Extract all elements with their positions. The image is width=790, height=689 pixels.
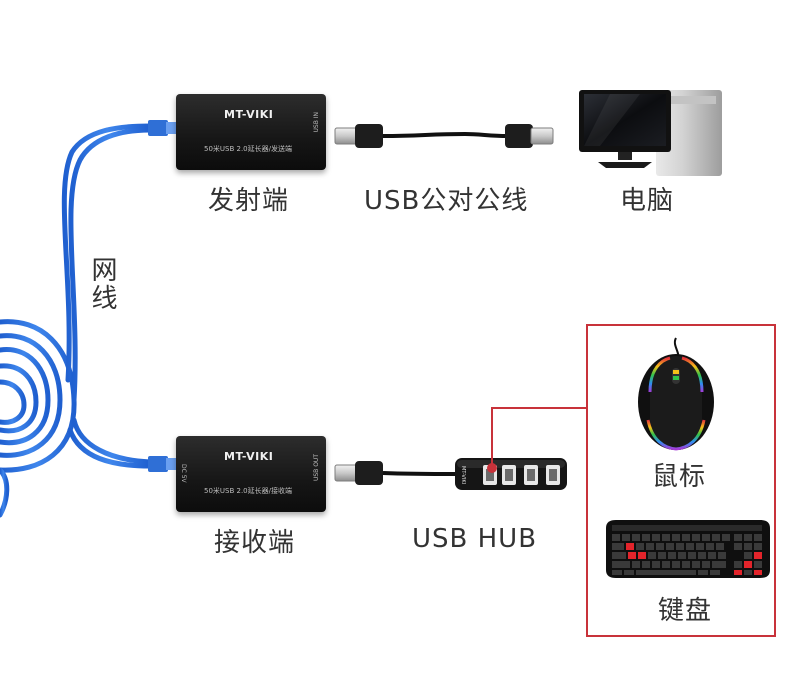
hub-usb-cable bbox=[334, 461, 458, 485]
rj45-connector-top bbox=[148, 120, 176, 136]
receiver-label: 接收端 bbox=[214, 528, 296, 558]
network-cable bbox=[61, 123, 153, 469]
usb-male-cable bbox=[334, 124, 554, 148]
computer-icon bbox=[579, 90, 722, 176]
keyboard-icon bbox=[606, 520, 770, 578]
highlight-leader-line bbox=[491, 407, 588, 468]
receiver-model-text: 50米USB 2.0延长器/接收端 bbox=[204, 487, 292, 495]
transmitter-label: 发射端 bbox=[208, 186, 290, 216]
usb-hub-icon bbox=[455, 458, 567, 490]
computer-label: 电脑 bbox=[620, 186, 675, 216]
transmitter-model-text: 50米USB 2.0延长器/发送端 bbox=[204, 145, 292, 153]
receiver-port-text: USB OUT bbox=[313, 454, 320, 482]
network-cable-coil bbox=[0, 319, 77, 518]
receiver-brand: MT-VIKI bbox=[224, 450, 274, 463]
peripheral-highlight-box bbox=[586, 324, 776, 637]
network-cable-label: 网线 bbox=[87, 256, 117, 312]
transmitter-brand: MT-VIKI bbox=[224, 108, 274, 121]
keyboard-label: 键盘 bbox=[658, 596, 713, 626]
mouse-icon bbox=[638, 337, 714, 451]
receiver-dc-text: DC 5V bbox=[180, 464, 187, 483]
transmitter-port-text: USB IN bbox=[313, 112, 320, 133]
usb-hub-label: USB HUB bbox=[412, 524, 538, 554]
transmitter-device: MT-VIKI 50米USB 2.0延长器/发送端 USB IN bbox=[176, 94, 326, 170]
mouse-label: 鼠标 bbox=[652, 462, 707, 492]
hub-brand-text: MT-VIKI bbox=[460, 466, 466, 485]
usb-cable-label: USB公对公线 bbox=[364, 186, 529, 216]
receiver-device: MT-VIKI 50米USB 2.0延长器/接收端 USB OUT DC 5V bbox=[176, 436, 326, 512]
rj45-connector-bottom bbox=[148, 456, 176, 472]
